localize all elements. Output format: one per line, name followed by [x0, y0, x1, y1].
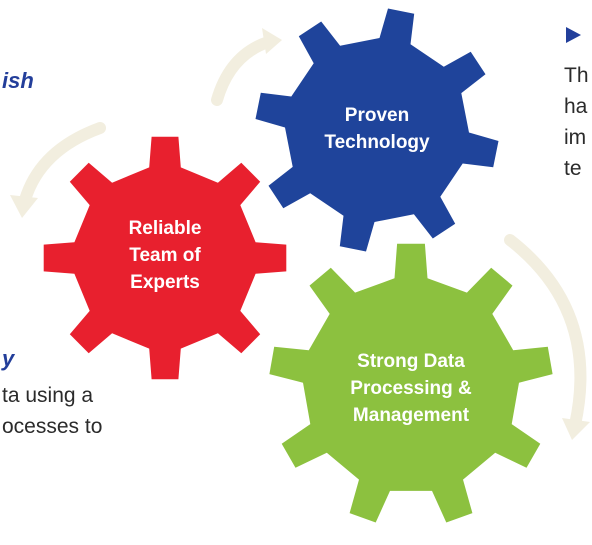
gear-proven-label: Proven Technology [302, 102, 452, 156]
gear-reliable-label: Reliable Team of Experts [105, 215, 225, 296]
gear-strong-line-3: Management [352, 405, 470, 426]
right-paragraph-line-1: Th [564, 64, 589, 87]
left-paragraph-line-2: ocesses to [2, 415, 103, 438]
left-heading: y [2, 346, 15, 371]
right-paragraph-line-2: ha [564, 95, 588, 118]
gear-reliable-line-3: Experts [130, 272, 200, 293]
gear-reliable-line-1: Reliable [128, 218, 202, 239]
bullet-triangle-icon [566, 27, 581, 43]
left-paragraph-line-1: ta using a [2, 384, 94, 407]
curved-arrow-left-head [10, 195, 38, 218]
curved-arrow-top [211, 36, 274, 106]
gear-strong-line-1: Strong Data [357, 351, 465, 372]
gear-strong-label: Strong Data Processing & Management [326, 348, 496, 429]
curved-arrow-right [504, 234, 587, 431]
gear-reliable-line-2: Team of [129, 245, 201, 266]
gear-proven-line-2: Technology [324, 132, 430, 153]
gear-proven-line-1: Proven [344, 105, 410, 126]
gear-strong-line-2: Processing & [350, 378, 472, 399]
curved-arrow-top-head [262, 28, 282, 54]
right-paragraph-line-4: te [564, 157, 582, 180]
right-paragraph-line-3: im [564, 126, 587, 149]
gear-proven-technology [255, 8, 499, 252]
curved-arrow-left [19, 122, 106, 206]
left-paragraph: ta using a ocesses to [2, 380, 102, 442]
curved-arrow-right-head [562, 418, 590, 440]
right-paragraph: Th ha im te [564, 60, 589, 184]
gear-reliable-team [43, 136, 287, 380]
gear-strong-data [269, 243, 553, 523]
top-left-heading: ish [2, 68, 34, 93]
